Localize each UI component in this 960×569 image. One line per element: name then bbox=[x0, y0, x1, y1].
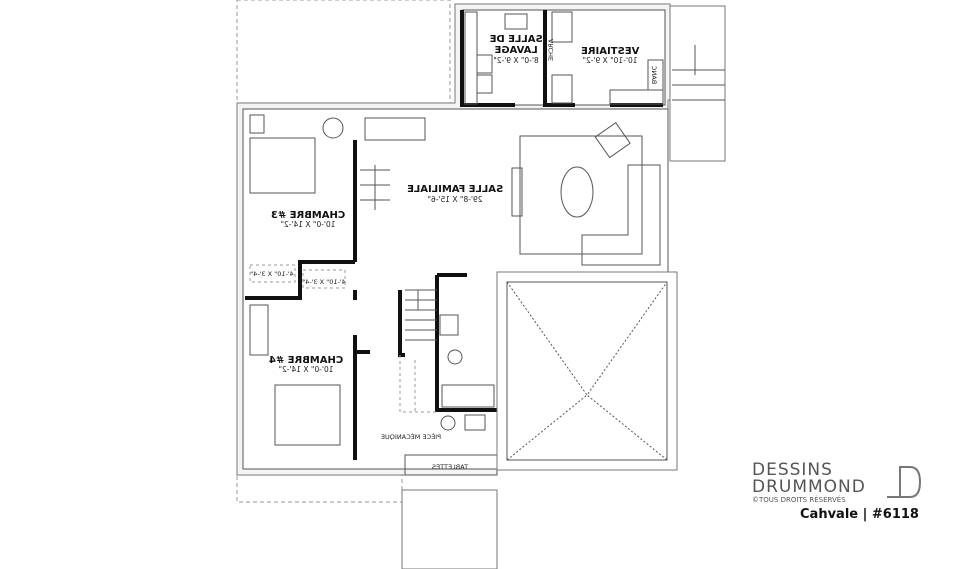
family-dims: 29'-8" X 15'-6" bbox=[428, 195, 483, 204]
stair-steps bbox=[672, 45, 725, 101]
stairs bbox=[405, 289, 437, 341]
vestiaire-name: VESTIAIRE bbox=[581, 46, 639, 57]
vestiaire-dims: 10'-10" X 9'-2" bbox=[583, 56, 638, 65]
shelving bbox=[551, 74, 573, 104]
closet2-dims: 4'-10" X 3'-4" bbox=[302, 278, 346, 286]
bedroom4-name: CHAMBRE #4 bbox=[269, 355, 343, 366]
bedroom4-dims: 10'-0" X 14'-2" bbox=[279, 365, 334, 374]
coffee-table bbox=[560, 166, 594, 218]
bedroom3-name: CHAMBRE #3 bbox=[271, 210, 345, 221]
dessins-drummond-logo: DESSINS DRUMMOND ©TOUS DROITS RÉSERVÉS C… bbox=[752, 462, 932, 522]
patio-top-left bbox=[236, 0, 451, 104]
walls-top bbox=[460, 10, 663, 107]
nightstand bbox=[249, 114, 265, 134]
closet-1 bbox=[249, 264, 296, 283]
logo-line1: DESSINS bbox=[752, 460, 833, 480]
sectional-sofa bbox=[581, 164, 661, 266]
window-well bbox=[401, 489, 498, 569]
family-name: SALLE FAMILIALE bbox=[407, 184, 503, 195]
banc-label: BANC bbox=[650, 65, 658, 84]
bedroom3-dims: 10'-0" X 14'-2" bbox=[281, 220, 336, 229]
slab bbox=[506, 281, 668, 461]
laundry-name-2: LAVAGE bbox=[494, 45, 537, 56]
logo-line2: DRUMMOND bbox=[752, 477, 866, 497]
laundry-vestiaire bbox=[461, 9, 666, 106]
shelves-name: TABLETTES bbox=[432, 463, 469, 471]
plan-name: Cahvale | #6118 bbox=[800, 507, 919, 522]
furnace bbox=[464, 414, 486, 431]
tv-console bbox=[511, 167, 523, 217]
laundry-name-1: SALLE DE bbox=[489, 34, 542, 45]
closet-2 bbox=[302, 269, 346, 289]
toilet bbox=[447, 349, 463, 365]
vanity bbox=[439, 314, 459, 336]
closet1-dims: 4'-10" X 3'-4" bbox=[250, 270, 294, 278]
desk bbox=[249, 304, 269, 356]
unexcavated-area bbox=[496, 271, 678, 471]
stairs-below bbox=[399, 355, 437, 413]
label-laundry: SALLE DE LAVAGE 8'-0" X 9'-2" bbox=[489, 34, 542, 65]
washer bbox=[476, 54, 493, 74]
logo-d-mark-icon bbox=[887, 466, 922, 498]
treadmill bbox=[364, 117, 426, 141]
chair bbox=[322, 117, 344, 139]
bed bbox=[274, 384, 341, 446]
wall-closets bbox=[245, 260, 355, 300]
armchair bbox=[594, 122, 631, 159]
rug bbox=[519, 135, 643, 255]
exterior-stair bbox=[669, 5, 726, 162]
bathtub bbox=[441, 384, 495, 408]
arche-label: ARCHE bbox=[547, 39, 555, 61]
weights bbox=[360, 165, 390, 210]
dryer bbox=[476, 74, 493, 94]
mechanical-name: PIÈCE MÉCANIQUE bbox=[381, 432, 441, 441]
logo-copyright: ©TOUS DROITS RÉSERVÉS bbox=[752, 496, 846, 504]
sink bbox=[504, 13, 528, 30]
water-heater bbox=[440, 415, 456, 431]
bench-banc bbox=[647, 59, 664, 91]
laundry-dims: 8'-0" X 9'-2" bbox=[493, 56, 538, 65]
shelving bbox=[551, 11, 573, 43]
wall-bedroom4 bbox=[353, 335, 370, 460]
bed bbox=[249, 137, 316, 194]
bench bbox=[609, 89, 664, 105]
